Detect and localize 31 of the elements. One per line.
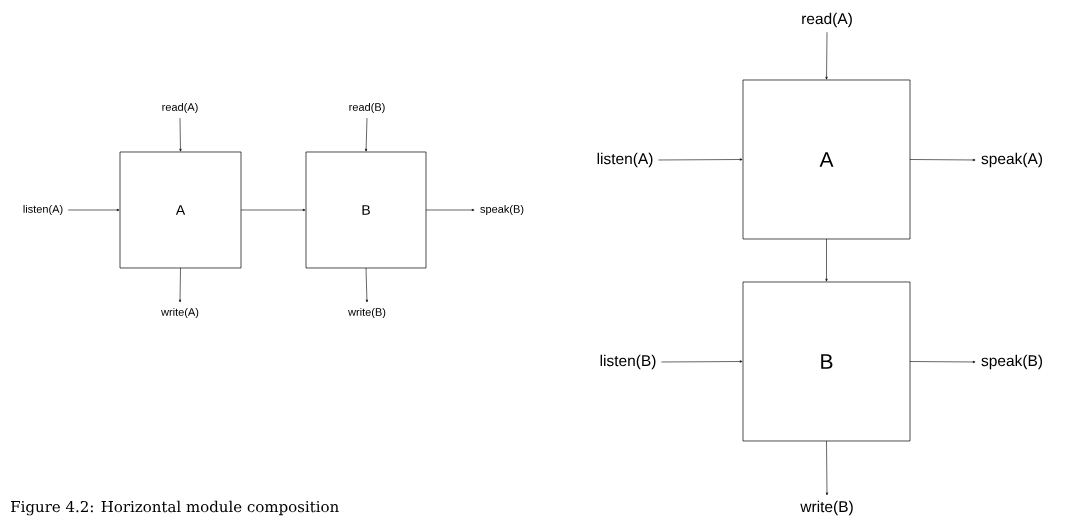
- signal-label: write(A): [161, 307, 199, 319]
- signal-label: speak(B): [480, 204, 524, 216]
- arrow: [909, 158, 976, 162]
- signal-label: read(B): [349, 102, 385, 114]
- figure-caption: Figure 4.2: Horizontal module composition: [11, 500, 339, 516]
- signal-label: read(A): [162, 102, 198, 114]
- module-box: A: [742, 79, 911, 240]
- arrow: [909, 360, 976, 364]
- arrow: [178, 267, 182, 303]
- arrow: [825, 238, 828, 282]
- arrow: [825, 440, 829, 496]
- signal-label: listen(A): [23, 204, 63, 216]
- arrow: [365, 267, 369, 303]
- arrow: [425, 208, 475, 212]
- arrow: [661, 360, 743, 363]
- signal-label: speak(A): [981, 152, 1043, 168]
- signal-label: write(B): [800, 500, 853, 516]
- module-box: A: [119, 151, 242, 269]
- arrow: [658, 158, 743, 161]
- signal-label: listen(A): [597, 152, 653, 168]
- signal-label: speak(B): [981, 354, 1043, 370]
- signal-label: listen(B): [600, 354, 656, 370]
- arrow: [67, 208, 120, 212]
- module-box: B: [305, 151, 427, 269]
- module-box: B: [742, 281, 911, 442]
- arrow: [179, 117, 182, 152]
- signal-label: read(A): [802, 12, 852, 28]
- signal-label: write(B): [348, 307, 386, 319]
- arrow: [240, 208, 306, 212]
- arrow: [364, 117, 368, 152]
- arrow: [825, 31, 828, 80]
